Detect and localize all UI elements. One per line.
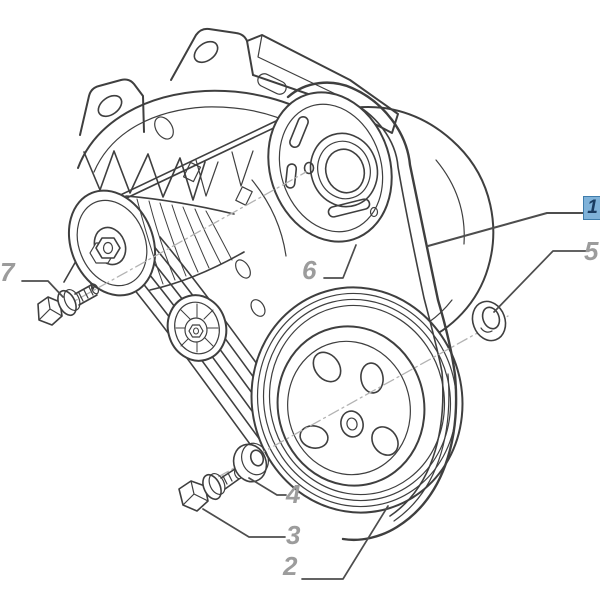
leader-line-7	[21, 280, 64, 298]
centerline-crank-axis	[181, 315, 509, 498]
bolt-3-drawing[interactable]	[178, 468, 243, 512]
callout-6[interactable]: 6	[302, 255, 317, 285]
callout-2[interactable]: 2	[283, 551, 298, 581]
leader-line-3	[202, 508, 286, 538]
washer-4-drawing[interactable]	[228, 440, 272, 487]
idler-pulley-drawing	[166, 294, 228, 362]
leader-line-1	[426, 211, 586, 248]
leader-line-6	[323, 244, 357, 279]
alternator-pulley-drawing	[67, 189, 245, 297]
belt-top-run	[111, 120, 279, 205]
callout-7[interactable]: 7	[0, 257, 15, 287]
bolt-7-drawing[interactable]	[37, 283, 100, 326]
callout-1-selected[interactable]: 1	[583, 196, 600, 220]
pump-pulley-drawing[interactable]	[249, 76, 410, 258]
washer-5-drawing[interactable]	[467, 297, 511, 346]
leader-line-2	[301, 505, 389, 580]
callout-4[interactable]: 4	[286, 479, 301, 509]
callout-3[interactable]: 3	[286, 520, 301, 550]
centerline-alternator-axis	[43, 171, 307, 319]
leader-line-4	[248, 477, 287, 496]
callout-5[interactable]: 5	[584, 236, 599, 266]
leader-line-5	[493, 250, 587, 313]
